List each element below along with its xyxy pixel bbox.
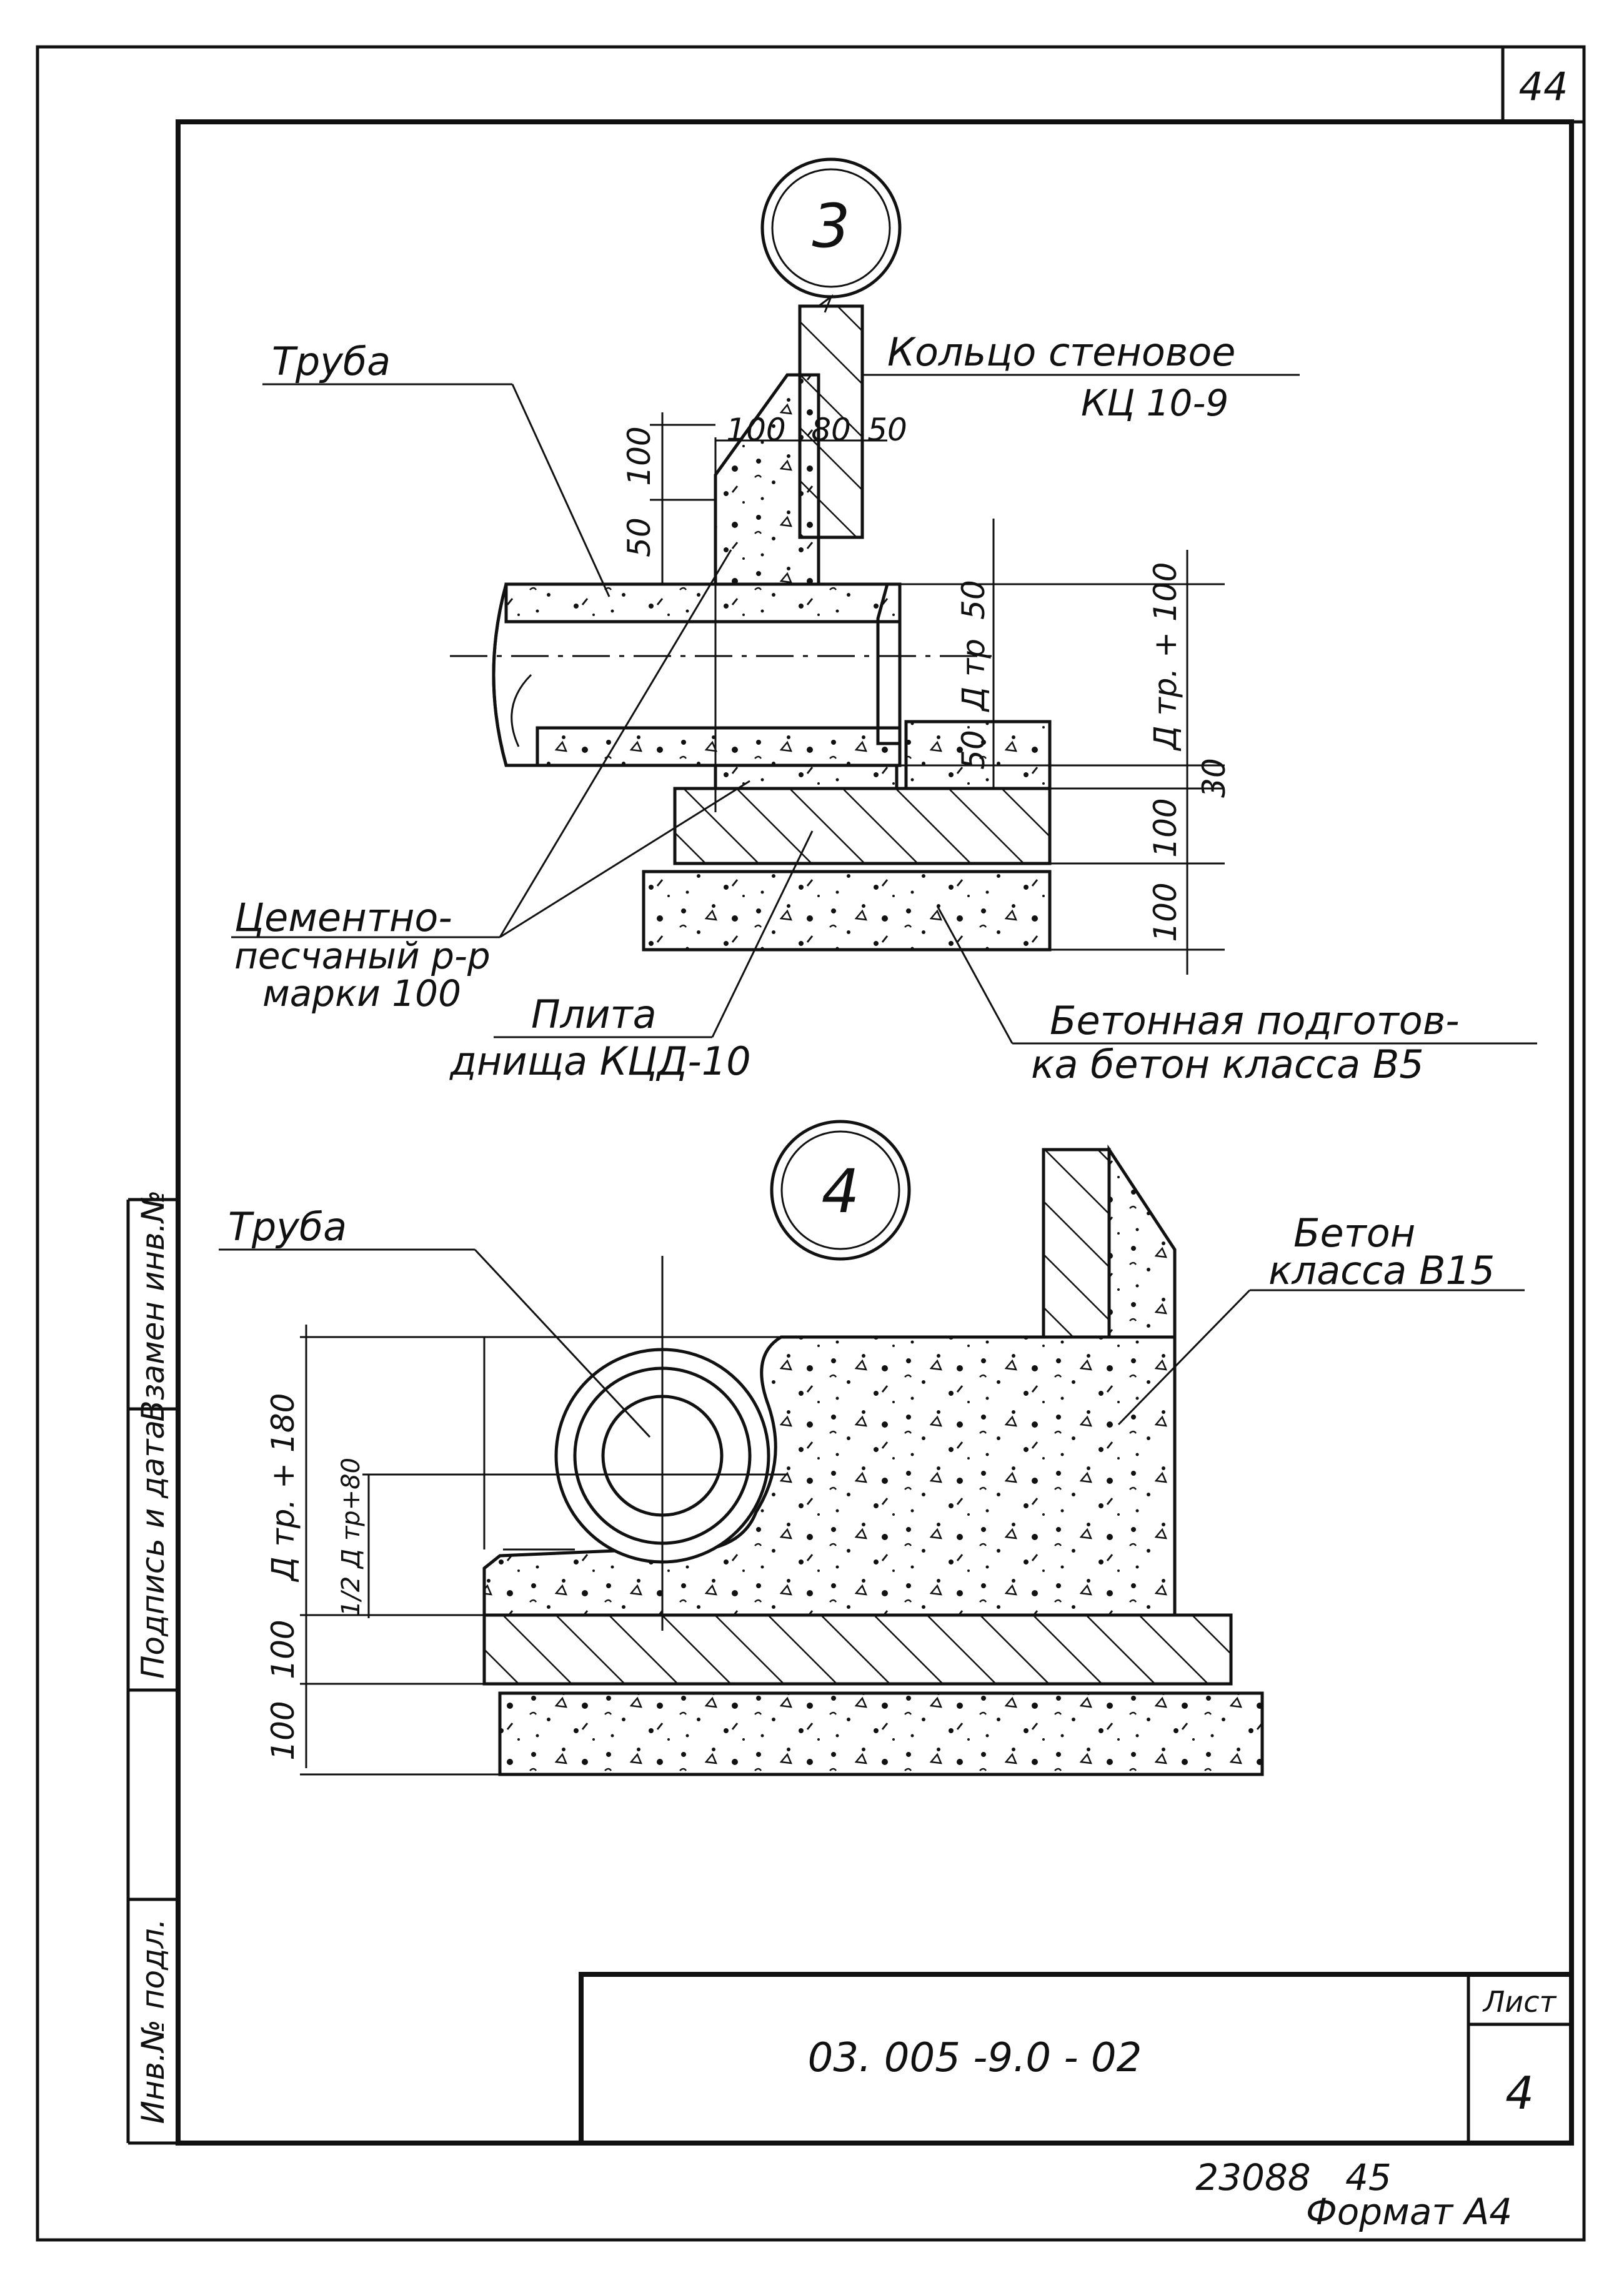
label-mortar-2: песчаный р-р xyxy=(234,935,491,977)
archive-numbers: 23088 45 xyxy=(1195,2156,1392,2199)
label-pipe-4: Труба xyxy=(228,1204,347,1250)
detail-4-marker-number: 4 xyxy=(821,1156,859,1226)
dim-half-dtr: 1/2 Д тр+80 xyxy=(337,1458,366,1616)
detail-4-marker xyxy=(770,1120,911,1261)
wall-4 xyxy=(1042,1148,1111,1339)
label-slab-1: Плита xyxy=(531,992,657,1037)
detail-4: 4 Д тр. + 180 1/2 Д тр+80 100 100 xyxy=(219,1120,1525,1776)
dim-100-prep: 100 xyxy=(1147,882,1183,942)
stamp-inv-orig: Инв.№ подл. xyxy=(135,1918,171,2124)
stamp-sign-date: Подпись и дата xyxy=(135,1420,171,1679)
dim-100-slab: 100 xyxy=(1147,798,1183,857)
sheet-number: 4 xyxy=(1505,2067,1534,2119)
dim-100-top: 100 xyxy=(726,412,785,448)
dim-dtr-180: Д тр. + 180 xyxy=(265,1393,301,1583)
label-slab-2: днища КЦД-10 xyxy=(449,1038,751,1084)
label-concrete-1: Бетон xyxy=(1293,1210,1415,1256)
dim-50-low: 50 xyxy=(955,730,992,770)
sheet-label: Лист xyxy=(1482,1985,1557,2019)
stamp-replaces: Взамен инв.№ xyxy=(135,1190,171,1421)
dim-100-a: 100 xyxy=(265,1619,301,1679)
dim-dtr: Д тр xyxy=(955,639,992,712)
dim-80: 80 xyxy=(811,412,851,448)
sheet-frame xyxy=(36,45,1586,2242)
label-ring-1: Кольцо стеновое xyxy=(887,329,1235,375)
dim-50-right: 50 xyxy=(955,580,992,620)
label-prep-2: ка бетон класса В5 xyxy=(1031,1042,1424,1087)
label-pipe-3: Труба xyxy=(272,339,391,384)
label-mortar-1: Цементно- xyxy=(234,895,452,940)
concrete-prep-layer-4 xyxy=(498,1691,1264,1776)
label-mortar-3: марки 100 xyxy=(262,972,461,1015)
concrete-prep-layer xyxy=(642,870,1052,952)
dim-left-100: 100 xyxy=(621,426,657,485)
dim-dtr-100: Д тр. + 100 xyxy=(1147,562,1183,752)
corner-number: 44 xyxy=(1519,64,1568,109)
wall-ring xyxy=(798,304,864,539)
label-ring-2: КЦ 10-9 xyxy=(1081,382,1228,424)
doc-code: 03. 005 -9.0 - 02 xyxy=(808,2035,1142,2081)
label-prep-1: Бетонная подготов- xyxy=(1050,998,1460,1043)
bottom-slab xyxy=(673,787,1052,865)
format-label: Формат А4 xyxy=(1306,2191,1512,2233)
dim-100-b: 100 xyxy=(265,1701,301,1760)
dim-left-50: 50 xyxy=(621,517,657,557)
detail-3: 3 100 80 50 100 50 xyxy=(231,157,1537,1087)
detail-3-marker-number: 3 xyxy=(812,191,850,261)
side-stamp: Инв.№ подл. Подпись и дата Взамен инв.№ xyxy=(135,1190,171,2124)
dim-50-top: 50 xyxy=(867,412,907,448)
bottom-slab-4 xyxy=(482,1613,1233,1686)
label-concrete-2: класса В15 xyxy=(1268,1248,1495,1293)
dim-30: 30 xyxy=(1196,758,1232,798)
